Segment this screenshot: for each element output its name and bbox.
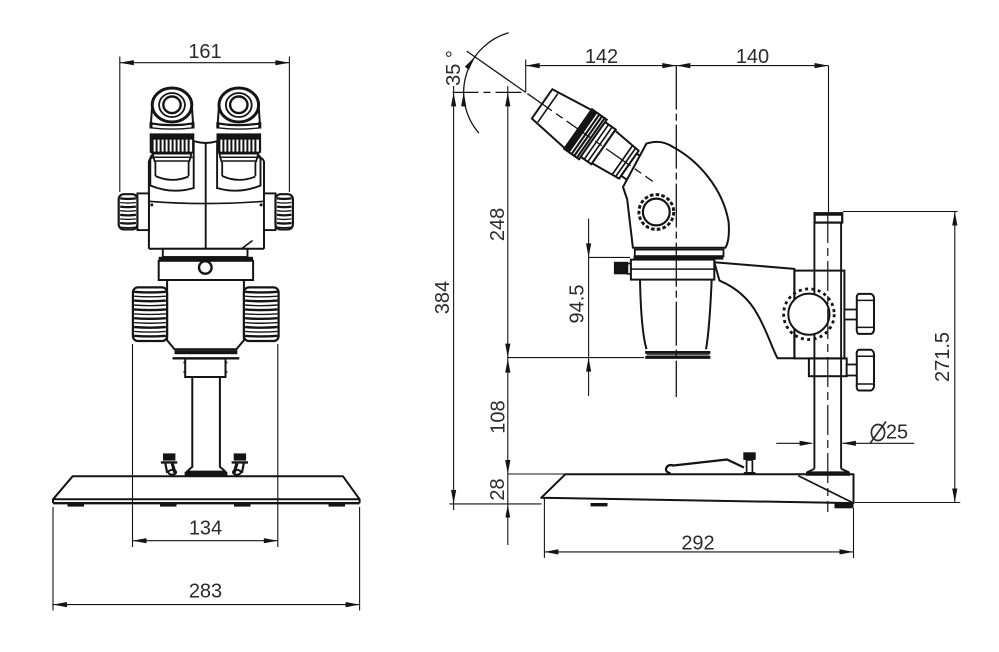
svg-text:161: 161	[188, 41, 221, 63]
svg-text:108: 108	[487, 400, 509, 433]
svg-text:292: 292	[681, 533, 714, 555]
svg-text:94.5: 94.5	[567, 285, 589, 324]
svg-text:140: 140	[736, 46, 769, 68]
svg-text:384: 384	[432, 281, 454, 314]
svg-text:35 °: 35 °	[443, 50, 465, 86]
svg-text:271.5: 271.5	[932, 332, 954, 382]
svg-text:134: 134	[189, 518, 222, 540]
svg-text:142: 142	[585, 46, 618, 68]
svg-text:28: 28	[487, 478, 509, 500]
svg-text:25: 25	[886, 422, 908, 444]
svg-text:248: 248	[487, 208, 509, 241]
svg-text:283: 283	[189, 581, 222, 603]
